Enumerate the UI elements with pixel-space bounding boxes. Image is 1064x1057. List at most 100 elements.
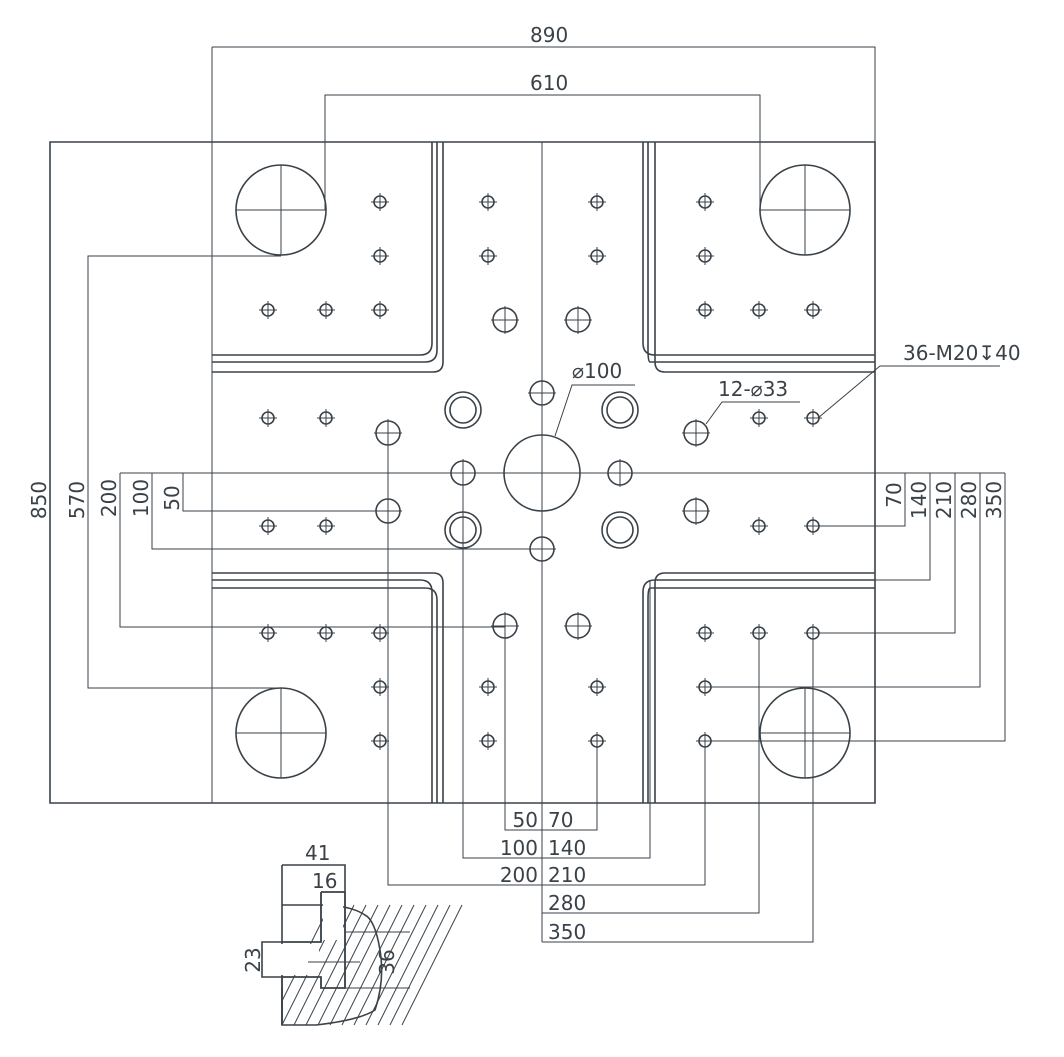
threaded-hole-crosshair	[696, 624, 714, 642]
dim-bottom-350: 350	[548, 920, 586, 944]
dim-bottom-280-line	[542, 633, 760, 914]
section-hatch	[377, 904, 439, 1026]
section-ext-lines	[345, 931, 410, 989]
dim-570: 570	[65, 481, 89, 519]
threaded-hole-crosshair	[479, 247, 497, 265]
plate-outline	[49, 141, 876, 804]
section-dim-41	[282, 864, 346, 892]
section-hatch	[389, 904, 451, 1026]
dim-right-140: 140	[907, 481, 931, 519]
threaded-hole-crosshair	[259, 409, 277, 427]
section-hatch	[293, 904, 355, 1026]
dim-bottom-350-line	[542, 633, 814, 943]
threaded-hole-crosshair	[588, 193, 606, 211]
section-hatch	[317, 904, 379, 1026]
tie-bar-crosshair	[236, 688, 326, 778]
label-medium-holes: 12-⌀33	[718, 377, 788, 401]
dim-890: 890	[530, 23, 568, 47]
dim-bottom-100: 100	[500, 836, 538, 860]
dim-bottom-200-210-line	[387, 433, 706, 886]
threaded-hole-crosshair	[259, 517, 277, 535]
dim-850: 850	[27, 481, 51, 519]
dim-right-70: 70	[882, 482, 906, 507]
counterbore-hole	[601, 511, 639, 549]
dim-right-210: 210	[932, 481, 956, 519]
counterbore-inner	[606, 516, 634, 544]
section-dim-41: 41	[305, 841, 330, 865]
dim-bottom-140: 140	[548, 836, 586, 860]
threaded-hole-crosshair	[696, 301, 714, 319]
center-hole	[503, 434, 581, 512]
tie-bar-crosshair	[760, 165, 850, 255]
threaded-hole-crosshair	[317, 517, 335, 535]
dim-right-350: 350	[982, 481, 1006, 519]
dim-bottom-280: 280	[548, 891, 586, 915]
threaded-hole-crosshair	[696, 193, 714, 211]
threaded-hole-crosshair	[750, 301, 768, 319]
threaded-hole-crosshair	[317, 409, 335, 427]
threaded-hole-crosshair	[750, 517, 768, 535]
dim-right-350-line	[705, 473, 1006, 742]
threaded-hole-crosshair	[804, 301, 822, 319]
section-dim-23: 23	[241, 947, 265, 972]
dim-left-200-line	[119, 473, 505, 628]
counterbore-hole	[444, 391, 482, 429]
dim-bottom-200: 200	[500, 863, 538, 887]
threaded-hole-crosshair	[804, 409, 822, 427]
dim-left-200: 200	[97, 479, 121, 517]
dim-left-50-line	[182, 473, 388, 512]
medium-hole-crosshair	[682, 497, 710, 525]
section-hatch	[401, 904, 463, 1026]
dim-bottom-210: 210	[548, 863, 586, 887]
counterbore-hole	[601, 391, 639, 429]
medium-hole-crosshair	[564, 612, 592, 640]
threaded-hole-crosshair	[479, 678, 497, 696]
dim-right-210-line	[813, 473, 956, 634]
label-center-hole: ⌀100	[572, 359, 622, 383]
dim-right-70-line	[813, 473, 906, 527]
section-dim-36: 36	[375, 949, 399, 974]
threaded-hole-crosshair	[371, 678, 389, 696]
dim-right-140-line	[655, 473, 931, 581]
dim-610-line	[324, 94, 761, 210]
threaded-hole-crosshair	[479, 193, 497, 211]
section-hatch	[365, 904, 427, 1026]
dim-570-line	[87, 255, 281, 689]
threaded-hole-crosshair	[696, 247, 714, 265]
medium-hole-crosshair	[528, 379, 556, 407]
dim-bottom-70: 70	[548, 808, 573, 832]
section-hatch	[341, 904, 403, 1026]
threaded-hole-crosshair	[371, 247, 389, 265]
dim-890-line	[212, 46, 876, 142]
threaded-hole-crosshair	[479, 732, 497, 750]
label-threaded-holes: 36-M20↧40	[903, 341, 1021, 365]
dim-610: 610	[530, 71, 568, 95]
section-dim-16: 16	[312, 869, 337, 893]
section-hatch	[353, 904, 415, 1026]
tie-bar-crosshair	[236, 165, 326, 255]
channel-top-right	[642, 142, 875, 373]
left-mask	[240, 890, 281, 1030]
channel-top-left	[212, 142, 444, 373]
dim-left-50: 50	[160, 485, 184, 510]
section-slot-outline	[261, 891, 346, 989]
medium-hole-crosshair	[682, 419, 710, 447]
dim-left-100: 100	[129, 479, 153, 517]
threaded-hole-crosshair	[588, 247, 606, 265]
threaded-hole-crosshair	[750, 409, 768, 427]
dim-right-280-line	[705, 473, 981, 688]
dim-bottom-100-140-line	[462, 473, 651, 859]
dim-right-280: 280	[957, 481, 981, 519]
threaded-hole-crosshair	[371, 301, 389, 319]
medium-hole-crosshair	[564, 306, 592, 334]
dim-bottom-50-70-line	[504, 626, 598, 831]
threaded-hole-crosshair	[259, 301, 277, 319]
leader-threaded-holes	[817, 365, 1000, 419]
medium-hole-crosshair	[491, 306, 519, 334]
threaded-hole-crosshair	[317, 301, 335, 319]
section-hatch	[329, 904, 391, 1026]
medium-hole-crosshair	[606, 459, 634, 487]
section-hatch	[305, 904, 367, 1026]
leader-center-hole	[554, 384, 635, 437]
